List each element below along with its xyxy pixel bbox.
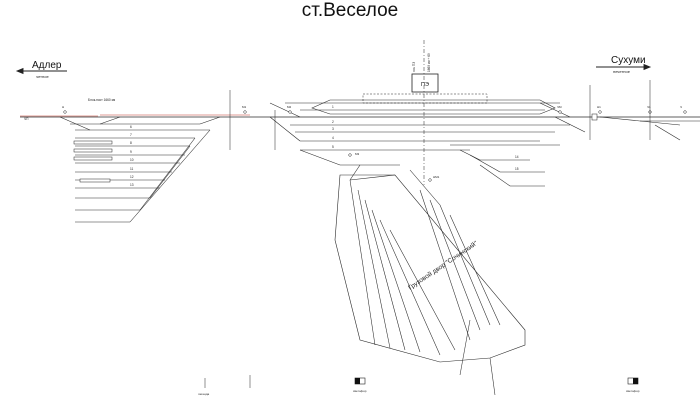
direction-right-city: Сухуми	[611, 55, 646, 66]
freight-yard	[334, 164, 526, 396]
right-structures	[229, 80, 651, 150]
track-label: 1	[332, 105, 334, 109]
track-label: 4	[332, 136, 334, 140]
arrow-right-icon	[596, 63, 652, 71]
track-label: 5	[332, 145, 334, 149]
signal-label: Ч1	[647, 105, 651, 109]
signal-label: М1	[242, 105, 246, 109]
track-label: 13	[130, 183, 134, 187]
main-track	[20, 114, 700, 118]
building	[362, 40, 488, 185]
signal-label: Н1	[597, 105, 601, 109]
freight-yard-label: Грузовой двор "Сочинский"	[407, 239, 480, 292]
footer-mark: светофор	[626, 389, 640, 393]
building-label: ПЭ	[421, 82, 429, 88]
track-label: 7	[130, 133, 132, 137]
track-numbers: ЧП 1 2 3 4 5 6 7 8 9 10 11 12 13 14 15	[24, 105, 519, 187]
track-label: 10	[130, 158, 134, 162]
page-title: ст.Веселое	[301, 0, 399, 21]
track-label: 9	[130, 150, 132, 154]
arrow-left-icon	[15, 67, 67, 75]
platform	[311, 99, 556, 115]
left-yard	[59, 116, 221, 223]
footer-markers	[204, 375, 639, 388]
signal-labels: Н Ч М1 М2 М3 НМ1 ЧМ Н1 Ч1	[62, 105, 682, 179]
track-label: 2	[332, 120, 334, 124]
middle-branches	[299, 144, 560, 187]
track-label: 14	[515, 155, 519, 159]
left-yard-structures	[73, 140, 113, 183]
track-label: 12	[130, 175, 134, 179]
track-label: ЧП	[24, 117, 29, 121]
footer-mark: легенда	[198, 392, 210, 396]
direction-right-note: нечетное	[613, 69, 630, 74]
direction-left-note: четное	[36, 74, 49, 79]
direction-left-city: Адлер	[32, 60, 62, 71]
signal-label: М2	[287, 105, 291, 109]
signal-label: М3	[355, 152, 359, 156]
track-label: 15	[515, 167, 519, 171]
track-label: 11	[130, 167, 134, 171]
signal-label: ЧМ	[557, 105, 562, 109]
track-label: 6	[130, 125, 132, 129]
axis-label: ось ПЗ	[412, 62, 416, 72]
blockpost-label: Блок-пост 1660 км	[88, 98, 116, 102]
footer-mark: светофор	[353, 389, 367, 393]
signal-label: Н	[62, 105, 64, 109]
track-label: 8	[130, 141, 132, 145]
signal-label: НМ1	[433, 175, 440, 179]
signal-label: Ч	[680, 105, 682, 109]
km-label: 1669 км + 69	[427, 53, 431, 72]
track-label: 3	[332, 127, 334, 131]
station-tracks	[269, 102, 700, 151]
